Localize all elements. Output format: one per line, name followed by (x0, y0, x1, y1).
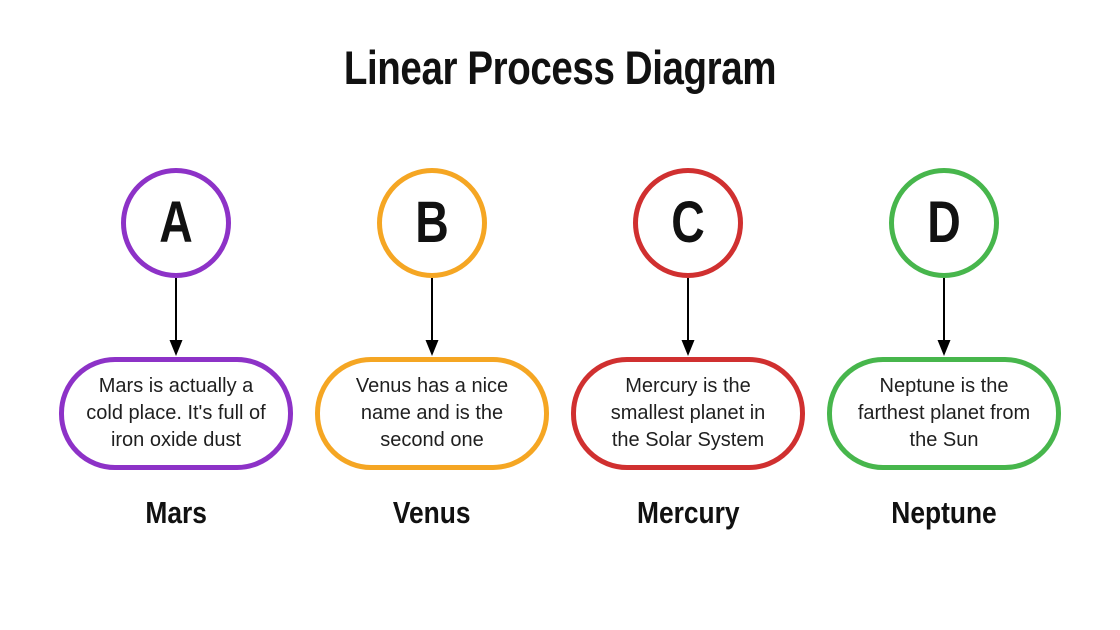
down-arrow-icon (425, 277, 439, 356)
step-description-box: Mercury is the smallest planet in the So… (571, 356, 805, 470)
step-label: Neptune (891, 494, 997, 530)
step-letter: C (671, 189, 705, 255)
step-circle: A (121, 167, 231, 278)
down-arrow-icon (681, 277, 695, 356)
step-letter: B (415, 189, 449, 255)
step-label: Mercury (636, 494, 740, 530)
step-letter: D (927, 189, 961, 255)
step-column-mars: A Mars is actually a cold place. It's fu… (48, 167, 304, 530)
step-description: Venus has a nice name and is the second … (355, 374, 509, 451)
step-description: Mars is actually a cold place. It's full… (86, 374, 266, 451)
step-description: Neptune is the farthest planet from the … (857, 374, 1031, 451)
step-description-box: Neptune is the farthest planet from the … (827, 356, 1061, 470)
step-circle: D (889, 167, 999, 278)
step-column-venus: B Venus has a nice name and is the secon… (304, 167, 560, 530)
step-label: Venus (393, 494, 471, 530)
step-column-neptune: D Neptune is the farthest planet from th… (816, 167, 1072, 530)
step-description: Mercury is the smallest planet in the So… (610, 374, 766, 451)
diagram-title: Linear Process Diagram (343, 41, 777, 94)
step-description-box: Mars is actually a cold place. It's full… (59, 356, 293, 470)
step-letter: A (159, 189, 193, 255)
step-label: Mars (145, 494, 207, 530)
step-description-box: Venus has a nice name and is the second … (315, 356, 549, 470)
step-circle: B (377, 167, 487, 278)
down-arrow-icon (937, 277, 951, 356)
step-circle: C (633, 167, 743, 278)
down-arrow-icon (169, 277, 183, 356)
step-column-mercury: C Mercury is the smallest planet in the … (560, 167, 816, 530)
process-columns: A Mars is actually a cold place. It's fu… (0, 167, 1120, 530)
